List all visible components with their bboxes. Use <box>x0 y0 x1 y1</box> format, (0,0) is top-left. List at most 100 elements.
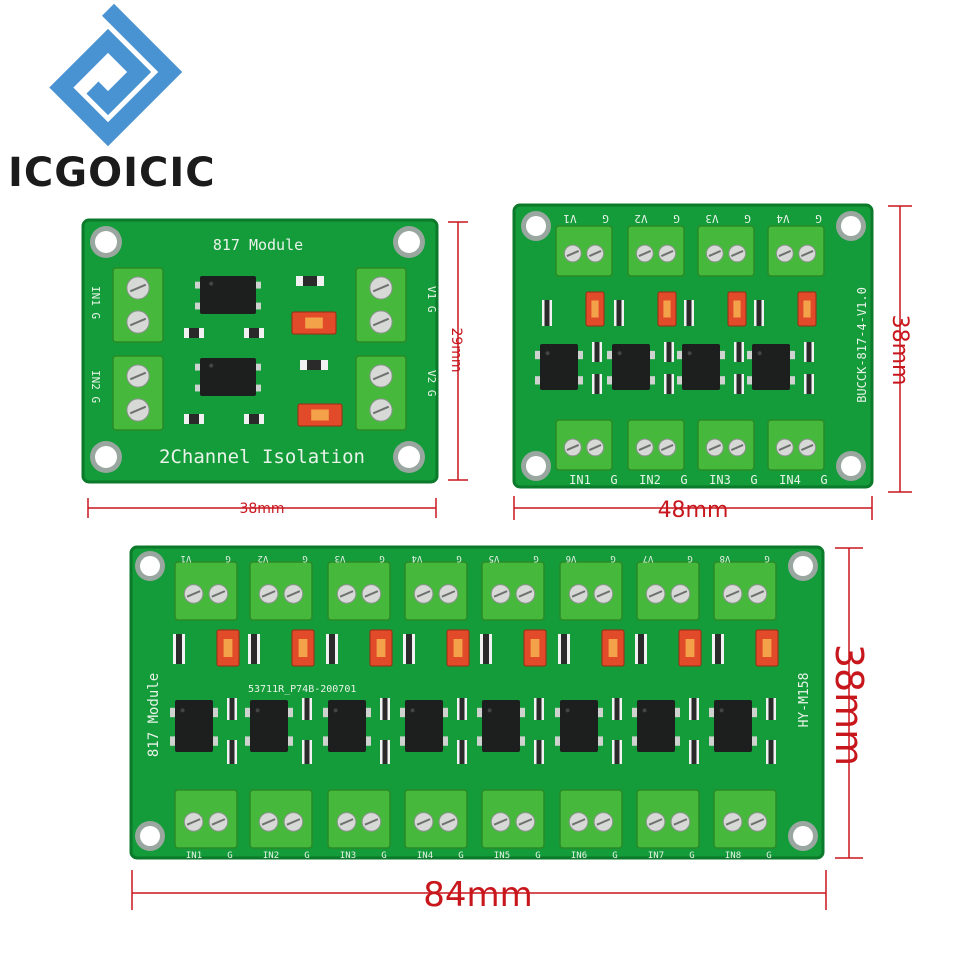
board-2-footer: 2Channel Isolation <box>159 446 365 468</box>
screw-terminal <box>249 789 313 849</box>
screw-terminal <box>174 789 238 849</box>
mounting-hole <box>90 441 122 473</box>
pin-label: IN3 <box>709 473 731 487</box>
smd-component <box>766 740 776 764</box>
optocoupler-chip <box>245 700 293 752</box>
pin-label: G <box>687 553 692 563</box>
screw-terminal <box>555 419 613 471</box>
mounting-hole <box>788 551 818 581</box>
pin-label: V8 <box>720 553 731 563</box>
pin-label: IN2 <box>263 851 279 861</box>
square-spiral-logo-icon <box>49 3 183 147</box>
board-2-title: 817 Module <box>213 236 303 254</box>
mounting-hole <box>836 451 866 481</box>
board-2-v1-label: V1 G <box>425 286 438 313</box>
board-2-channel: 817 Module 2Channel Isolation IN1 G IN2 … <box>81 218 439 484</box>
smd-component <box>248 634 260 664</box>
smd-component <box>534 698 544 720</box>
screw-terminal <box>327 561 391 621</box>
pin-label: V4 <box>412 553 423 563</box>
smd-component <box>664 342 674 362</box>
optocoupler-chip <box>677 344 725 390</box>
screw-terminal <box>627 419 685 471</box>
pin-label: G <box>602 212 609 225</box>
pin-label: IN1 <box>186 851 202 861</box>
pin-label: G <box>535 851 540 861</box>
smd-component <box>754 300 764 326</box>
mounting-hole <box>135 551 165 581</box>
pin-label: V7 <box>643 553 654 563</box>
smd-component <box>804 342 814 362</box>
pin-label: G <box>680 473 687 487</box>
jumper-header <box>291 311 337 335</box>
smd-component <box>300 360 328 370</box>
pin-label: G <box>381 851 386 861</box>
smd-component <box>227 698 237 720</box>
optocoupler-chip <box>170 700 218 752</box>
pin-label: G <box>302 553 307 563</box>
pin-label: IN8 <box>725 851 741 861</box>
pin-label: G <box>456 553 461 563</box>
smd-component <box>184 414 204 424</box>
jumper-header <box>727 291 747 327</box>
jumper-header <box>446 629 470 667</box>
dimension-2ch <box>87 221 468 518</box>
pin-label: G <box>610 473 617 487</box>
board-4-side-label: BUCCK-817-4-V1.0 <box>855 287 869 403</box>
optocoupler-chip <box>555 700 603 752</box>
screw-terminal <box>636 789 700 849</box>
board-8-code: 53711R_P74B-200701 <box>248 684 356 695</box>
optocoupler-chip <box>323 700 371 752</box>
smd-component <box>612 698 622 720</box>
height-label-4ch: 38mm <box>887 315 912 386</box>
jumper-header <box>755 629 779 667</box>
pin-label: V1 <box>563 212 576 225</box>
smd-component <box>457 740 467 764</box>
screw-terminal <box>713 561 777 621</box>
mounting-hole <box>521 451 551 481</box>
board-2-in1-label: IN1 G <box>89 286 102 319</box>
pin-label: V3 <box>335 553 346 563</box>
smd-component <box>558 634 570 664</box>
smd-component <box>302 740 312 764</box>
pin-label: IN7 <box>648 851 664 861</box>
screw-terminal <box>767 419 825 471</box>
pin-label: G <box>533 553 538 563</box>
screw-terminal <box>174 561 238 621</box>
smd-component <box>227 740 237 764</box>
screw-terminal <box>249 561 313 621</box>
jumper-header <box>657 291 677 327</box>
pin-label: V3 <box>705 212 718 225</box>
pin-label: G <box>744 212 751 225</box>
smd-component <box>734 374 744 394</box>
width-label-2ch: 38mm <box>239 501 284 517</box>
width-label-8ch: 84mm <box>423 875 533 915</box>
jumper-header <box>523 629 547 667</box>
pin-label: G <box>689 851 694 861</box>
pin-label: G <box>458 851 463 861</box>
smd-component <box>173 634 185 664</box>
smd-component <box>592 342 602 362</box>
smd-component <box>734 342 744 362</box>
board-2-in2-label: IN2 G <box>89 370 102 403</box>
pin-label: IN5 <box>494 851 510 861</box>
pin-label: IN4 <box>417 851 433 861</box>
optocoupler-chip <box>632 700 680 752</box>
screw-terminal <box>481 561 545 621</box>
smd-component <box>689 698 699 720</box>
dimension-4ch <box>513 205 912 520</box>
optocoupler-chip <box>195 358 261 396</box>
mounting-hole <box>393 226 425 258</box>
pin-label: G <box>304 851 309 861</box>
screw-terminal <box>697 225 755 277</box>
jumper-header <box>297 403 343 427</box>
smd-component <box>380 740 390 764</box>
pin-label: G <box>225 553 230 563</box>
mounting-hole <box>393 441 425 473</box>
mounting-hole <box>836 211 866 241</box>
smd-component <box>534 740 544 764</box>
smd-component <box>380 698 390 720</box>
pin-label: IN6 <box>571 851 587 861</box>
